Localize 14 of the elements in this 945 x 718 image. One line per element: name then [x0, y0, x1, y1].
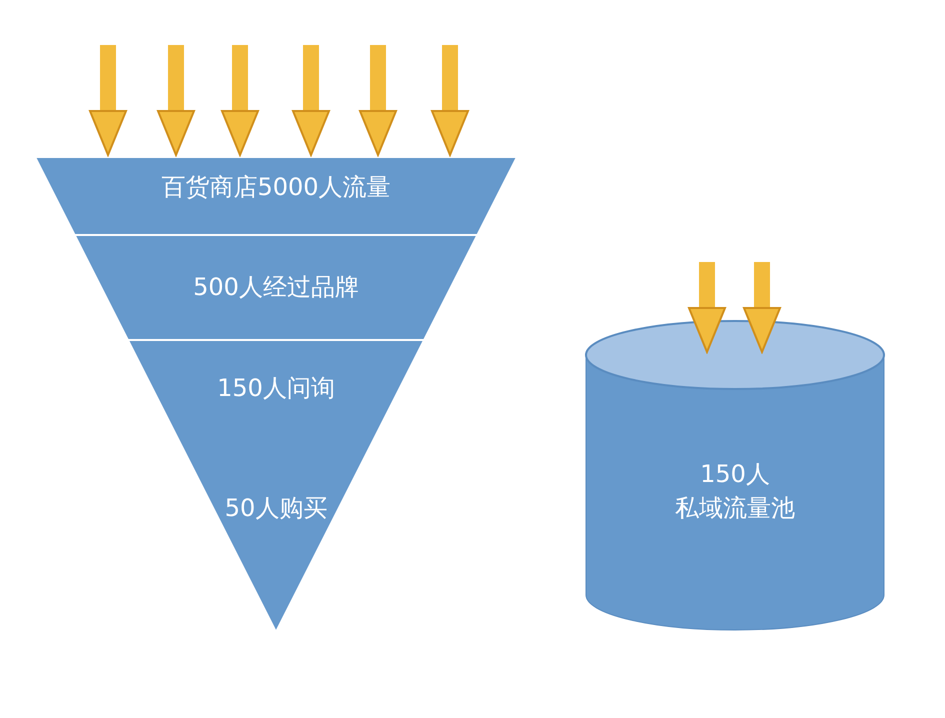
block-arrow: [688, 262, 726, 353]
block-arrow: [743, 262, 781, 353]
funnel-label: 50人购买: [224, 493, 328, 524]
block-arrow: [221, 45, 259, 156]
block-arrow: [292, 45, 330, 156]
block-arrow: [431, 45, 469, 156]
pool-label: 150人: [700, 459, 770, 490]
block-arrow: [359, 45, 397, 156]
funnel-label: 150人问询: [217, 373, 335, 404]
block-arrow: [157, 45, 195, 156]
funnel-label: 百货商店5000人流量: [161, 172, 391, 203]
pool-label: 私域流量池: [675, 493, 795, 524]
funnel-label: 500人经过品牌: [193, 272, 359, 303]
block-arrow: [89, 45, 127, 156]
